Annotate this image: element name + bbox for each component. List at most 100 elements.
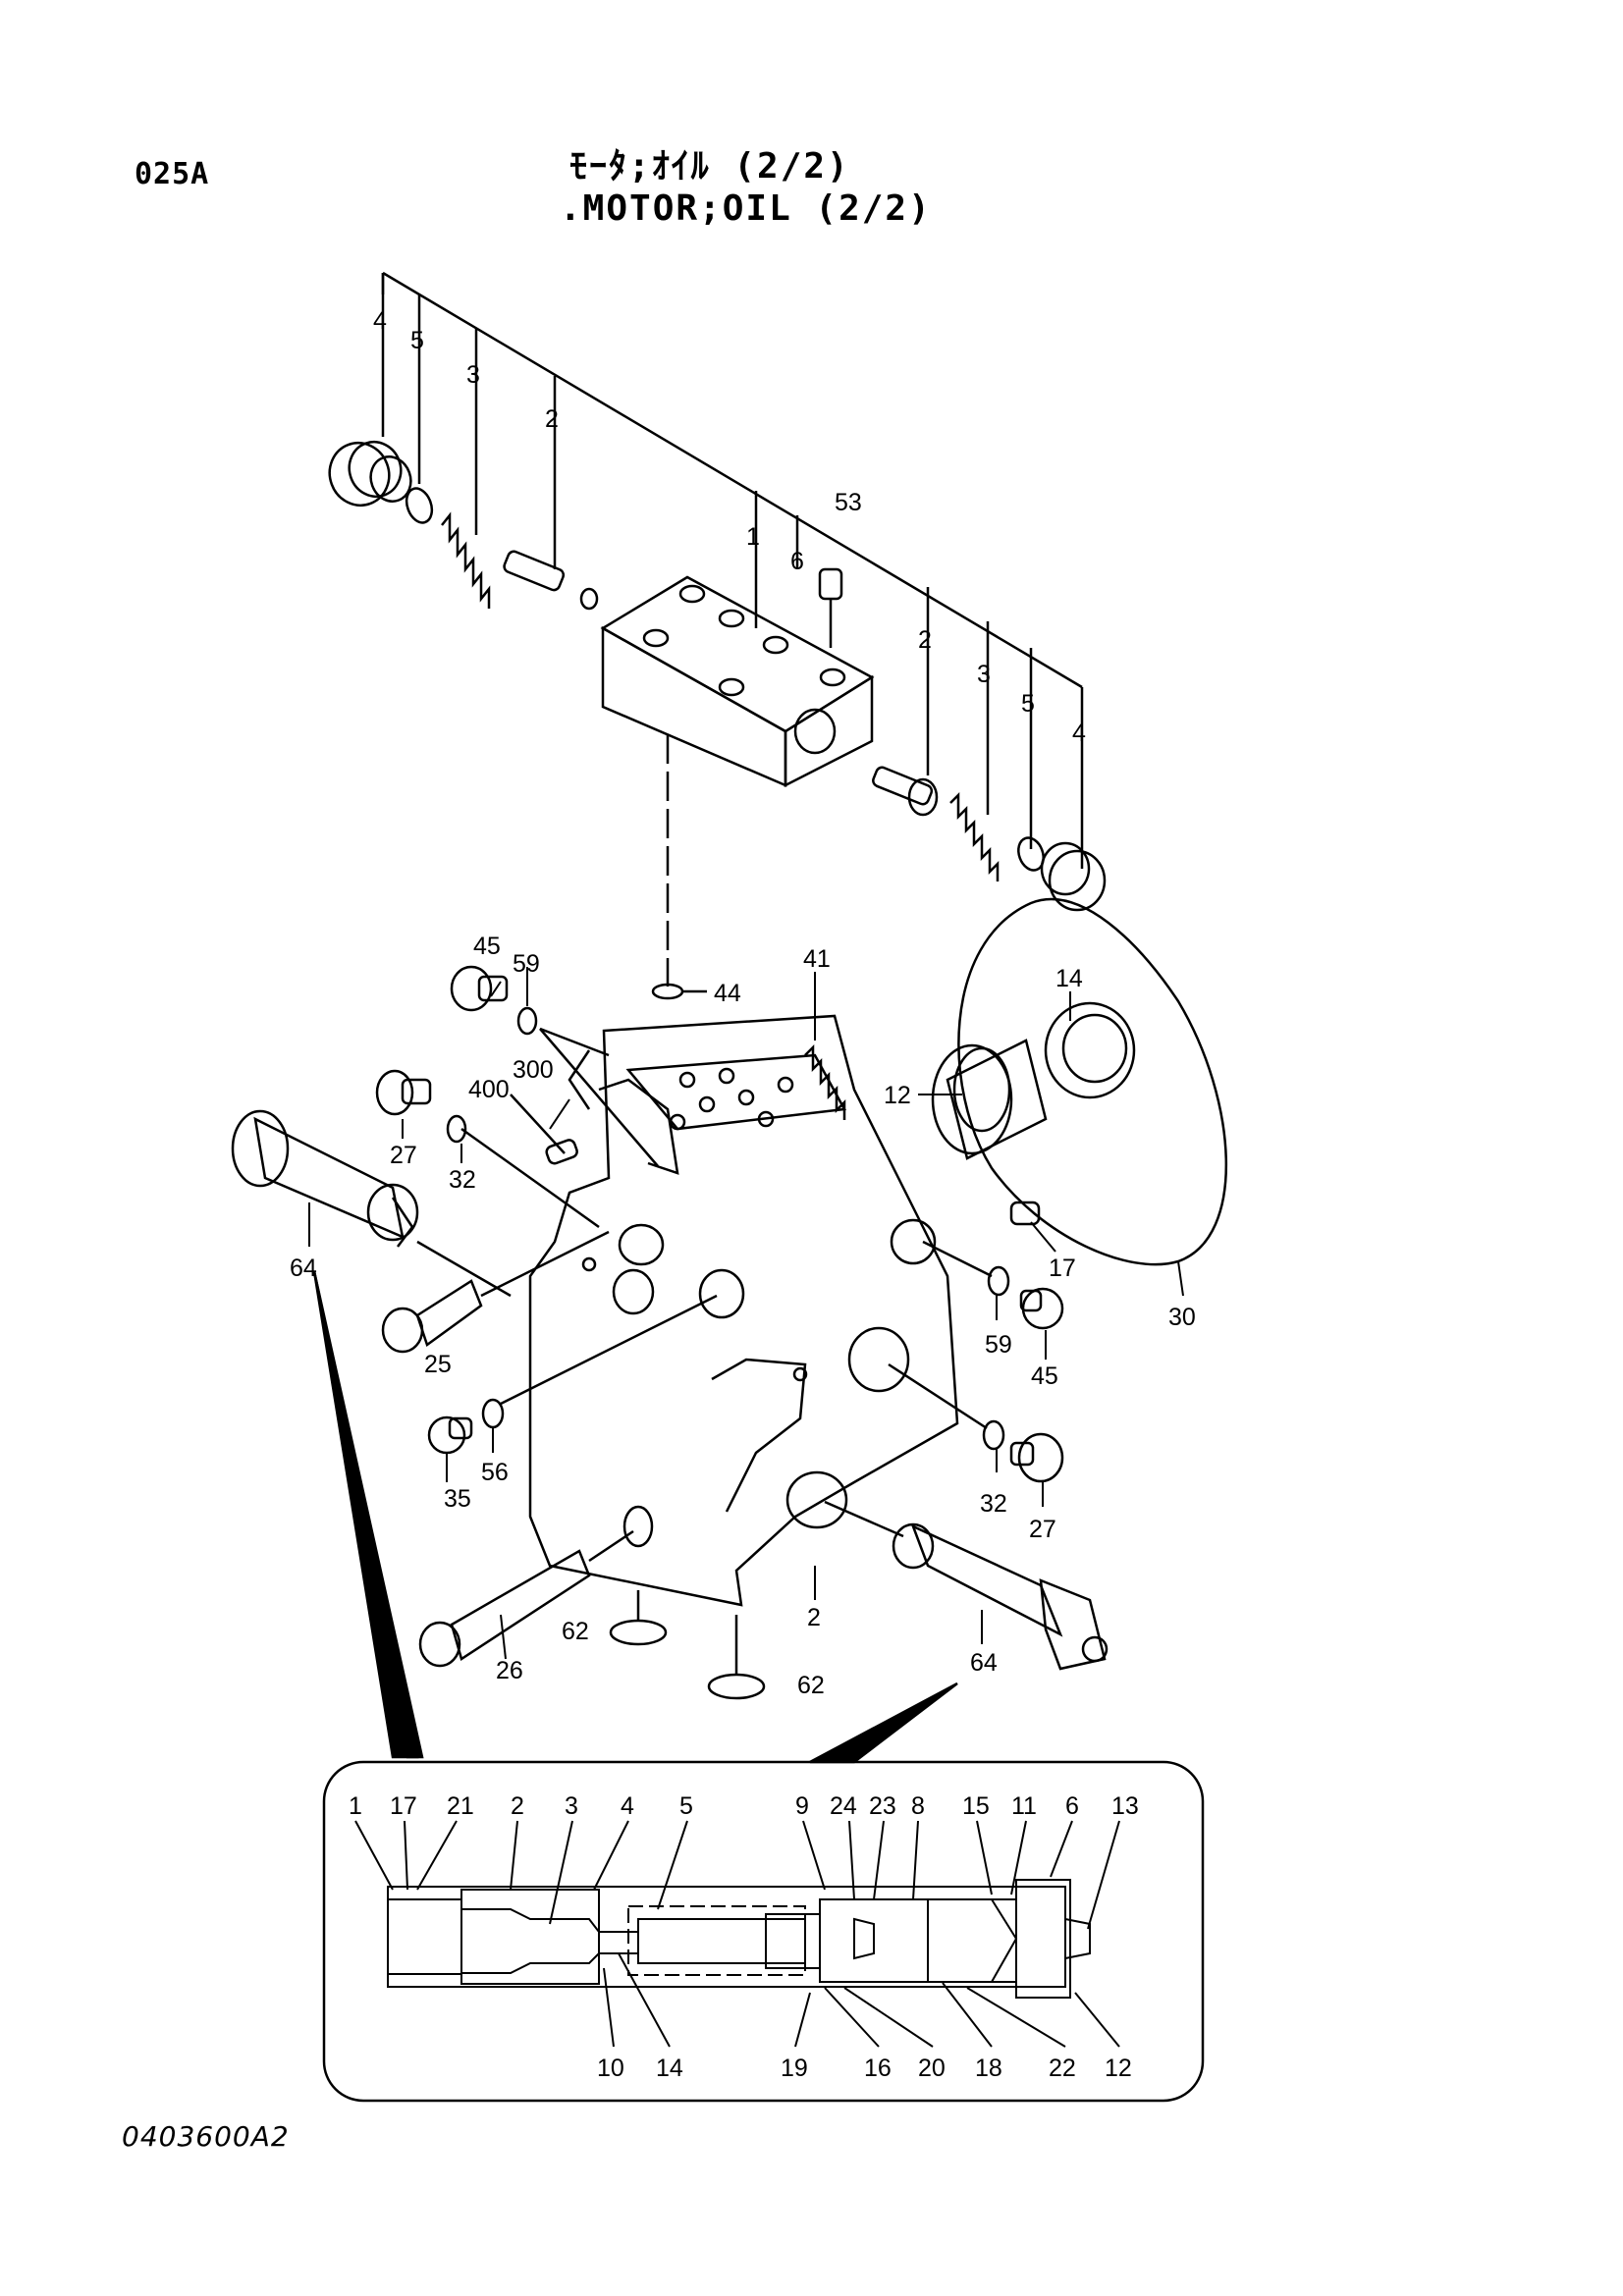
detail-callout-21: 21 — [447, 1792, 474, 1820]
callout-25: 25 — [424, 1351, 452, 1378]
callout-3-top: 3 — [466, 361, 480, 389]
detail-callout-13: 13 — [1111, 1792, 1139, 1820]
o-ring-right — [1017, 836, 1045, 872]
detail-callout-1: 1 — [349, 1792, 362, 1820]
callout-44: 44 — [714, 980, 741, 1007]
bolt-25 — [381, 1279, 483, 1354]
poppet-top-left — [503, 550, 599, 611]
callout-26: 26 — [496, 1657, 523, 1684]
spring-top-left — [441, 511, 491, 609]
o-ring-32-left — [446, 1114, 467, 1144]
callout-2-top: 2 — [545, 405, 559, 433]
detail-callout-5: 5 — [679, 1792, 693, 1820]
screw-400 — [510, 1094, 578, 1165]
valve-block — [600, 575, 875, 788]
callout-56: 56 — [481, 1459, 509, 1486]
callout-62-bottom: 62 — [797, 1672, 825, 1699]
detail-callout-6: 6 — [1065, 1792, 1079, 1820]
callout-4-top: 4 — [373, 307, 387, 335]
detail-callout-2: 2 — [511, 1792, 524, 1820]
callout-3-right: 3 — [977, 661, 991, 688]
o-ring-62-bottom — [707, 1673, 766, 1700]
plug-right — [1040, 841, 1107, 912]
relief-valve-cross-section — [387, 1879, 1091, 1999]
spring-right — [949, 791, 1000, 881]
callout-27-left: 27 — [390, 1142, 417, 1169]
bolt-6 — [818, 567, 843, 648]
detail-callout-12: 12 — [1105, 2055, 1132, 2082]
callout-53: 53 — [835, 489, 862, 516]
callout-400: 400 — [468, 1076, 510, 1103]
detail-callout-19: 19 — [781, 2055, 808, 2082]
callout-62-left: 62 — [562, 1618, 589, 1645]
callout-32-right: 32 — [980, 1490, 1007, 1518]
o-ring-59-right — [987, 1265, 1010, 1297]
callout-45-top: 45 — [473, 933, 501, 960]
callout-59-top: 59 — [513, 950, 540, 978]
o-ring-top-left — [405, 487, 434, 524]
plug-27-left — [375, 1069, 432, 1116]
plug-part-top-left — [328, 440, 412, 507]
detail-callout-23: 23 — [869, 1792, 896, 1820]
o-ring-32-right — [982, 1419, 1005, 1451]
callout-64-right: 64 — [970, 1649, 998, 1677]
o-ring-44 — [651, 983, 684, 1000]
plug-27-right — [1009, 1432, 1064, 1483]
detail-callout-14: 14 — [656, 2055, 683, 2082]
detail-callout-22: 22 — [1049, 2055, 1076, 2082]
callout-6: 6 — [790, 548, 804, 575]
plug-35 — [427, 1415, 473, 1455]
callout-2-housing: 2 — [807, 1604, 821, 1631]
relief-valve-64-right — [892, 1522, 1109, 1671]
poppet-right — [872, 766, 939, 817]
detail-callout-10: 10 — [597, 2055, 624, 2082]
callout-14: 14 — [1055, 965, 1083, 992]
detail-inset-box — [322, 1760, 1205, 2103]
detail-leaders — [354, 1820, 1120, 2048]
bracket-300 — [539, 1028, 679, 1175]
bolt-26 — [418, 1549, 591, 1668]
drawing-number: 0403600A2 — [122, 2120, 290, 2153]
callout-30: 30 — [1168, 1304, 1196, 1331]
plug-17 — [1009, 1201, 1041, 1226]
leader-bracket-top — [382, 271, 1083, 689]
detail-callout-16: 16 — [864, 2055, 892, 2082]
plug-45-right — [1019, 1287, 1064, 1330]
motor-housing — [528, 1014, 959, 1607]
o-ring-59-top — [516, 1006, 538, 1036]
spring-41 — [804, 1043, 846, 1120]
relief-valve-64-left — [231, 1109, 419, 1248]
callout-4-right: 4 — [1072, 720, 1086, 747]
detail-callout-4: 4 — [621, 1792, 634, 1820]
o-ring-62-left — [609, 1619, 668, 1646]
callout-2-right: 2 — [918, 626, 932, 654]
plug-45-top — [450, 965, 509, 1012]
detail-callout-20: 20 — [918, 2055, 946, 2082]
detail-callout-8: 8 — [911, 1792, 925, 1820]
page-code: 025A — [135, 157, 210, 191]
callout-32-left: 32 — [449, 1166, 476, 1194]
callout-5-right: 5 — [1021, 690, 1035, 718]
detail-callout-3: 3 — [565, 1792, 578, 1820]
callout-300: 300 — [513, 1056, 554, 1084]
detail-callout-17: 17 — [390, 1792, 417, 1820]
detail-callout-11: 11 — [1011, 1792, 1037, 1820]
callout-1-top: 1 — [746, 523, 760, 551]
ring-14 — [1044, 1001, 1136, 1099]
detail-callout-15: 15 — [962, 1792, 990, 1820]
o-ring-56 — [481, 1398, 505, 1429]
detail-callout-24: 24 — [830, 1792, 857, 1820]
callout-45-right: 45 — [1031, 1362, 1058, 1390]
callout-labels: 4 5 3 2 1 53 6 2 3 5 4 45 59 44 41 300 4… — [290, 307, 1196, 2082]
page-title-japanese: ﾓｰﾀ;ｵｲﾙ (2/2) — [569, 146, 850, 187]
callout-27-right: 27 — [1029, 1516, 1056, 1543]
detail-callout-18: 18 — [975, 2055, 1002, 2082]
callout-41: 41 — [803, 945, 831, 973]
callout-64-left: 64 — [290, 1255, 317, 1282]
callout-5-top: 5 — [410, 327, 424, 354]
callout-35: 35 — [444, 1485, 471, 1513]
callout-59-right: 59 — [985, 1331, 1012, 1359]
bearing-12 — [931, 1039, 1048, 1160]
page-title: .MOTOR;OIL (2/2) — [560, 188, 932, 229]
